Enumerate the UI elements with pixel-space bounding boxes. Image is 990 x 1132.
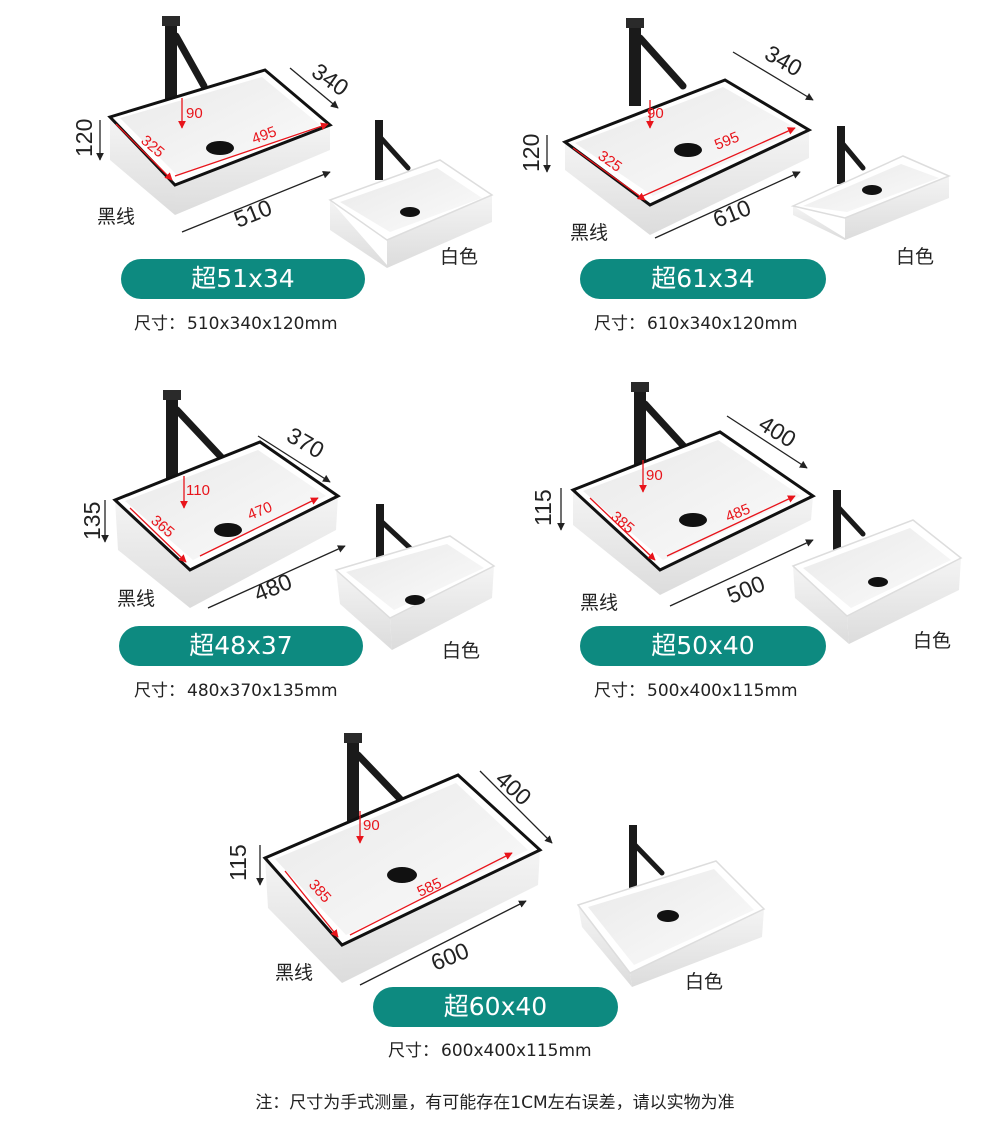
basin-black-rim bbox=[112, 440, 341, 608]
height-dimension: 115 bbox=[530, 489, 556, 526]
product-card-61x34: 340 610 120 325 595 90 黑线 白色 超61x34 尺寸：6… bbox=[495, 0, 990, 340]
depth-dimension: 370 bbox=[283, 422, 329, 464]
basin-white bbox=[790, 126, 951, 240]
basin-black-rim bbox=[107, 68, 333, 215]
basin-illustration-black: 340 510 120 325 495 90 bbox=[71, 16, 494, 268]
black-rim-label: 黑线 bbox=[570, 222, 609, 244]
drain-depth-dimension: 90 bbox=[186, 105, 203, 122]
size-label: 尺寸： bbox=[134, 314, 185, 334]
basin-black-rim bbox=[561, 78, 813, 235]
drain-depth-dimension: 90 bbox=[646, 467, 663, 484]
width-dimension: 510 bbox=[230, 194, 275, 232]
white-label: 白色 bbox=[442, 640, 481, 662]
size-line: 尺寸：500x400x115mm bbox=[594, 676, 800, 701]
basin-white bbox=[791, 490, 963, 644]
faucet-icon bbox=[626, 18, 687, 106]
basin-illustration-black: 370 480 135 365 470 110 bbox=[79, 390, 496, 650]
model-title-pill: 超51x34 bbox=[121, 259, 365, 299]
size-label: 尺寸： bbox=[388, 1041, 439, 1061]
size-value: 500x400x115mm bbox=[647, 681, 798, 701]
depth-dimension: 400 bbox=[754, 410, 800, 452]
basin-illustration-black: 400 500 115 385 485 90 bbox=[530, 382, 963, 644]
width-dimension: 600 bbox=[427, 937, 472, 975]
basin-black-rim bbox=[570, 430, 816, 595]
height-dimension: 115 bbox=[225, 844, 251, 881]
white-label: 白色 bbox=[913, 630, 952, 652]
depth-dimension: 340 bbox=[761, 40, 807, 82]
size-label: 尺寸： bbox=[594, 314, 645, 334]
height-dimension: 120 bbox=[518, 134, 544, 172]
size-label: 尺寸： bbox=[594, 681, 645, 701]
basin-black-rim bbox=[262, 773, 543, 983]
size-label: 尺寸： bbox=[134, 681, 185, 701]
model-title-pill: 超50x40 bbox=[580, 626, 826, 666]
product-card-51x34: 340 510 120 325 495 90 黑线 白色 超51x34 尺寸：5… bbox=[0, 0, 495, 340]
basin-illustration-black: 400 600 115 385 585 90 bbox=[225, 733, 766, 987]
white-label: 白色 bbox=[685, 971, 724, 993]
measurement-footnote: 注：尺寸为手式测量，有可能存在1CM左右误差，请以实物为准 bbox=[255, 1093, 735, 1113]
height-dimension: 135 bbox=[79, 502, 105, 540]
size-line: 尺寸：600x400x115mm bbox=[388, 1036, 594, 1061]
size-value: 480x370x135mm bbox=[187, 681, 338, 701]
black-rim-label: 黑线 bbox=[580, 592, 619, 614]
product-card-60x40: 400 600 115 385 585 90 黑线 白色 超60x40 尺寸：6… bbox=[225, 725, 790, 1075]
basin-white bbox=[576, 825, 766, 987]
faucet-icon bbox=[344, 733, 406, 835]
size-line: 尺寸：610x340x120mm bbox=[594, 309, 800, 334]
depth-dimension: 340 bbox=[307, 58, 353, 101]
drain-depth-dimension: 90 bbox=[363, 817, 380, 834]
model-title-pill: 超60x40 bbox=[373, 987, 618, 1027]
basin-white bbox=[328, 120, 494, 268]
size-value: 510x340x120mm bbox=[187, 314, 338, 334]
height-dimension: 120 bbox=[71, 119, 97, 157]
width-dimension: 500 bbox=[723, 570, 768, 608]
product-card-50x40: 400 500 115 385 485 90 黑线 白色 超50x40 尺寸：5… bbox=[495, 370, 990, 710]
faucet-icon bbox=[631, 382, 693, 484]
faucet-icon bbox=[163, 390, 226, 488]
product-card-48x37: 370 480 135 365 470 110 黑线 白色 超48x37 尺寸：… bbox=[0, 370, 496, 710]
size-line: 尺寸：480x370x135mm bbox=[134, 676, 340, 701]
depth-dimension: 400 bbox=[491, 765, 537, 810]
basin-white bbox=[334, 504, 496, 650]
black-rim-label: 黑线 bbox=[117, 588, 156, 610]
white-label: 白色 bbox=[440, 246, 479, 268]
basin-illustration-black: 340 610 120 325 595 90 bbox=[518, 18, 951, 240]
drain-depth-dimension: 90 bbox=[647, 105, 664, 122]
size-value: 600x400x115mm bbox=[441, 1041, 592, 1061]
drain-depth-dimension: 110 bbox=[186, 482, 210, 499]
model-title-pill: 超48x37 bbox=[119, 626, 363, 666]
faucet-icon bbox=[162, 16, 208, 104]
model-title-pill: 超61x34 bbox=[580, 259, 826, 299]
width-dimension: 480 bbox=[250, 568, 295, 606]
size-line: 尺寸：510x340x120mm bbox=[134, 309, 340, 334]
size-value: 610x340x120mm bbox=[647, 314, 798, 334]
black-rim-label: 黑线 bbox=[275, 962, 314, 984]
white-label: 白色 bbox=[896, 246, 935, 268]
black-rim-label: 黑线 bbox=[97, 206, 136, 228]
